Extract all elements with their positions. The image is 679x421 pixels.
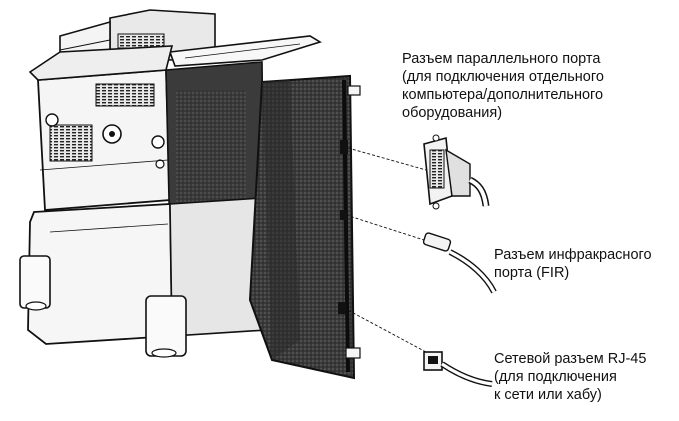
panel-screw-icon (345, 85, 361, 359)
callout-line: Разъем инфракрасного (494, 247, 652, 263)
callout-parallel-port: Разъем параллельного порта (для подключе… (402, 50, 604, 122)
printer-side-panel (28, 45, 174, 211)
callout-line: к сети или хабу) (494, 387, 602, 403)
printer-cabinet (19, 197, 267, 358)
parallel-connector-icon (423, 134, 490, 210)
callout-line: (для подключения (494, 369, 617, 385)
callout-fir-port: Разъем инфракрасного порта (FIR) (494, 246, 652, 282)
callout-rj45-port: Сетевой разъем RJ-45 (для подключения к … (494, 350, 646, 404)
leader-lines (343, 147, 427, 353)
network-card-panel (248, 74, 361, 380)
callout-line: Разъем параллельного порта (402, 51, 601, 67)
callout-line: оборудования) (402, 105, 503, 121)
fir-connector-icon (422, 232, 497, 294)
rj45-connector-icon (423, 351, 493, 387)
callout-line: (для подключения отдельного (402, 69, 604, 85)
callout-line: Сетевой разъем RJ-45 (494, 351, 647, 367)
callout-line: порта (FIR) (494, 265, 570, 281)
callout-line: компьютера/дополнительного (402, 87, 604, 103)
printer-illustration (19, 9, 322, 358)
output-tray (168, 35, 322, 67)
